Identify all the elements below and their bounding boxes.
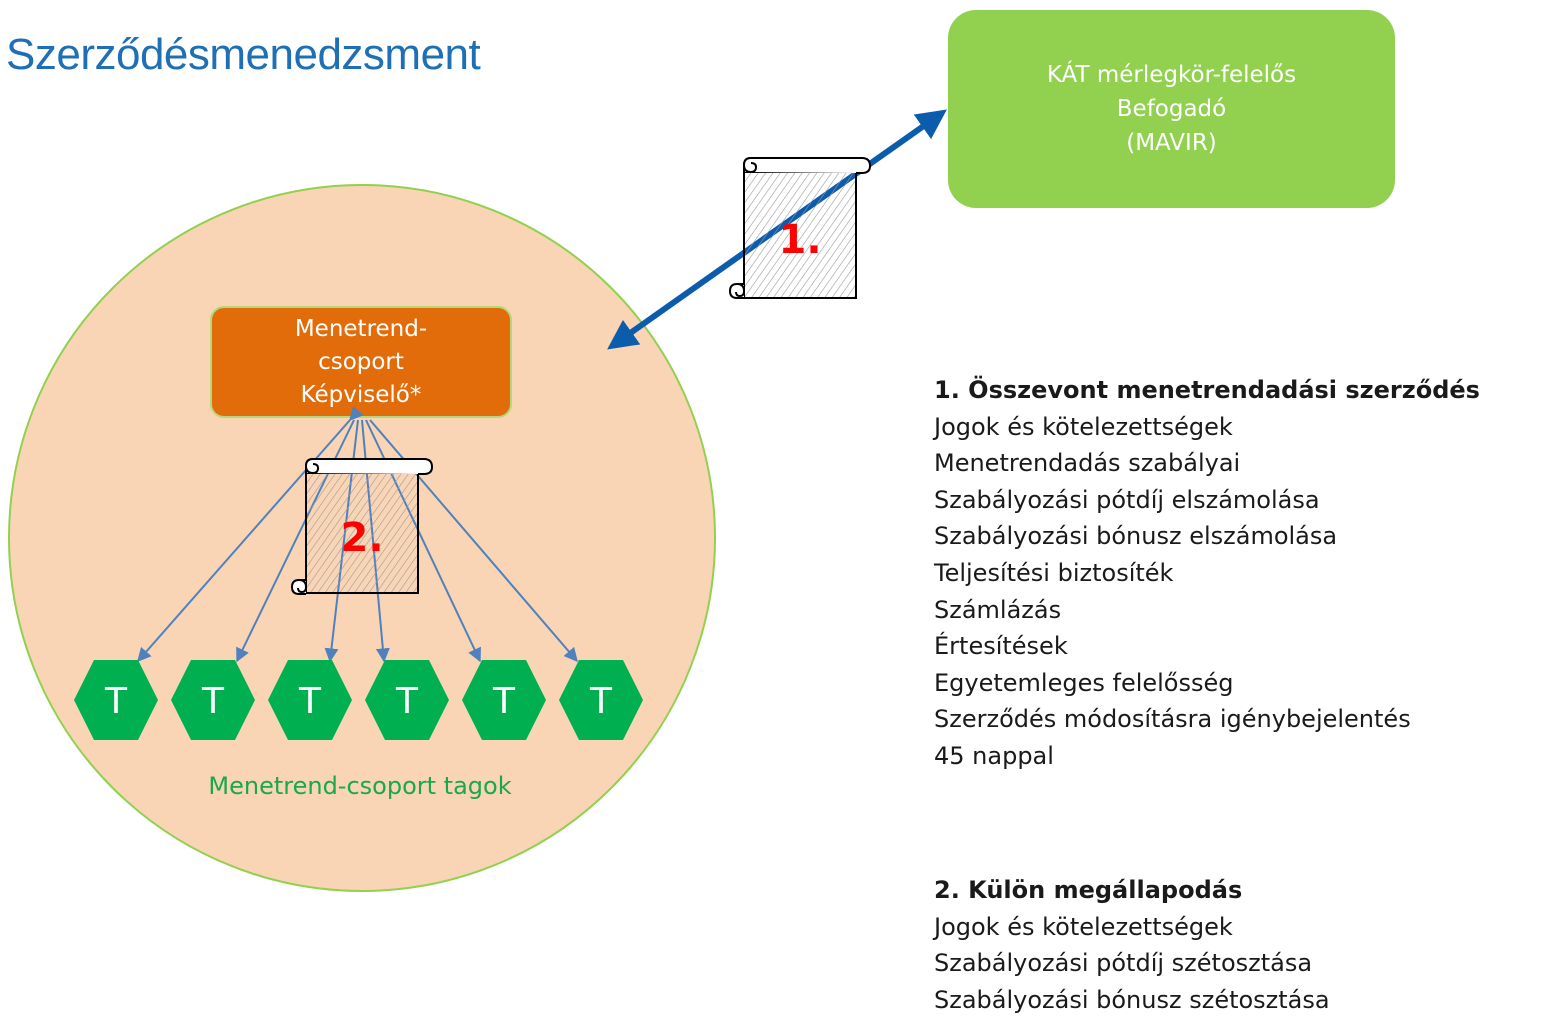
representative-line-1: Menetrend-: [294, 315, 428, 342]
member-hexagon: T: [462, 660, 546, 740]
member-hexagon: T: [171, 660, 255, 740]
representative-line-2: csoport: [318, 348, 404, 375]
mavir-line-3: (MAVIR): [1126, 130, 1217, 156]
representative-box: Menetrend- csoport Képviselő*: [210, 306, 512, 418]
mavir-line-1: KÁT mérlegkör-felelős: [1046, 62, 1297, 88]
contract-1-scroll: 1.: [728, 157, 872, 299]
member-hexagon: T: [559, 660, 643, 740]
contract-1-heading: 1. Összevont menetrendadási szerződés: [934, 376, 1480, 404]
contract-1-item: Szabályozási pótdíj elszámolása: [934, 485, 1320, 514]
member-hexagon: T: [268, 660, 352, 740]
page-title: Szerződésmenedzsment: [6, 30, 481, 79]
contract-2-heading: 2. Külön megállapodás: [934, 876, 1243, 904]
member-hexagon-label: T: [589, 681, 613, 722]
scroll-2-number: 2.: [340, 515, 383, 561]
contract-2-description: 2. Külön megállapodás Jogok és kötelezet…: [934, 872, 1330, 1018]
contract-1-item: Teljesítési biztosíték: [934, 558, 1174, 587]
contract-2-item: Szabályozási bónusz szétosztása: [934, 985, 1330, 1014]
contract-1-item: Szerződés módosításra igénybejelentés: [934, 705, 1411, 734]
contract-1-item: Menetrendadás szabályai: [934, 449, 1241, 478]
members-label: Menetrend-csoport tagok: [208, 772, 512, 800]
scroll-1-number: 1.: [778, 217, 821, 263]
contract-1-item: Jogok és kötelezettségek: [934, 412, 1233, 441]
contract-2-item: Jogok és kötelezettségek: [934, 912, 1233, 941]
member-hexagon: T: [365, 660, 449, 740]
member-hexagon-label: T: [201, 681, 225, 722]
member-hexagon: T: [74, 660, 158, 740]
contract-2-item: Szabályozási pótdíj szétosztása: [934, 949, 1313, 978]
mavir-line-2: Befogadó: [1116, 96, 1227, 122]
contract-1-item: Értesítések: [934, 632, 1068, 661]
representative-line-3: Képviselő*: [300, 381, 422, 408]
contract-1-item: Egyetemleges felelősség: [934, 668, 1234, 697]
member-hexagon-label: T: [298, 681, 322, 722]
contract-1-item: Szabályozási bónusz elszámolása: [934, 522, 1338, 551]
contract-1-item: 45 nappal: [934, 741, 1054, 770]
mavir-box: KÁT mérlegkör-felelős Befogadó (MAVIR): [948, 10, 1395, 208]
member-hexagon-label: T: [395, 681, 419, 722]
contract-1-description: 1. Összevont menetrendadási szerződés Jo…: [934, 372, 1480, 775]
contract-1-item: Számlázás: [934, 595, 1062, 624]
member-hexagons: T T T T T T: [74, 660, 643, 740]
member-hexagon-label: T: [492, 681, 516, 722]
member-hexagon-label: T: [104, 681, 128, 722]
contract-2-scroll: 2.: [290, 458, 434, 595]
